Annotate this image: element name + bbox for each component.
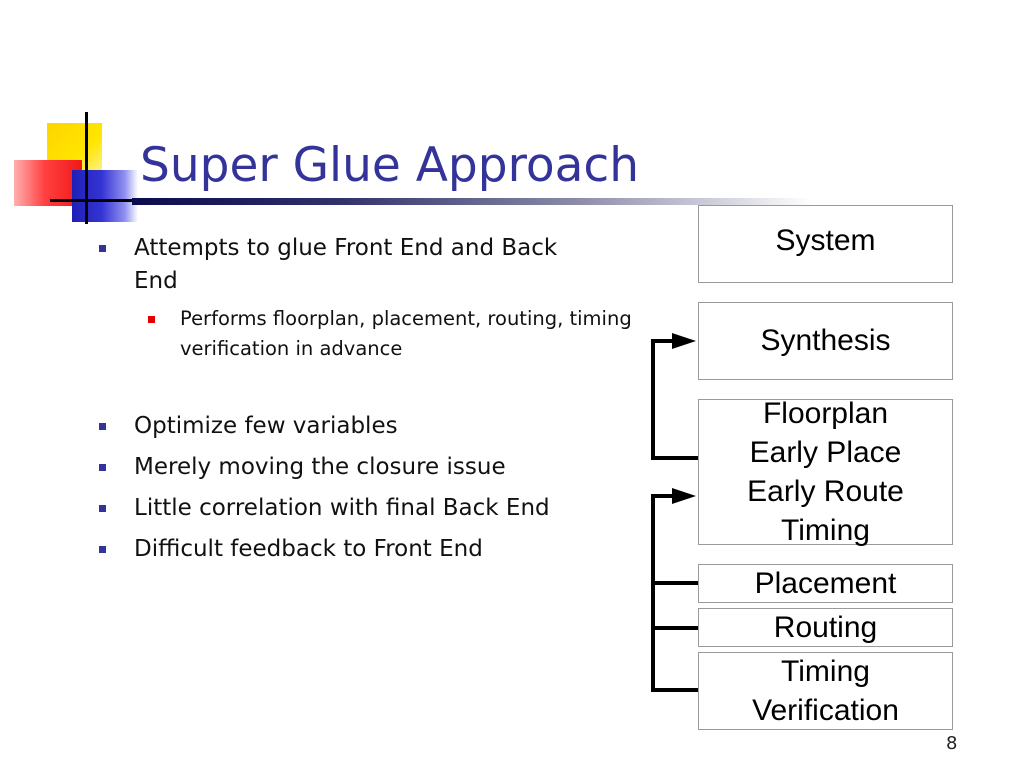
sub-bullet-text: Performs floorplan, placement, routing, … [180,307,632,360]
page-number: 8 [946,733,958,754]
feedback-arrow-glue-to-synthesis [651,333,698,460]
bullet-item: Difficult feedback to Front End [96,533,656,566]
flow-box-glue: Floorplan Early Place Early Route Timing [698,397,953,547]
bullet-square-icon [99,245,106,252]
bullet-list: Attempts to glue Front End and Back End … [96,232,656,566]
bullet-text: Optimize few variables [134,413,398,439]
flow-box-placement: Placement [698,564,953,603]
bullet-item: Attempts to glue Front End and Back End [96,232,589,298]
bullet-text: Merely moving the closure issue [134,454,506,480]
flow-box-label: System [775,224,876,257]
flow-box-label: Floorplan Early Place Early Route Timing [747,397,904,547]
bullet-text: Little correlation with final Back End [134,495,550,521]
title-underline [132,198,812,205]
bullet-text: Difficult feedback to Front End [134,536,483,562]
flow-box-system: System [698,205,953,283]
logo-vertical-line [85,112,88,224]
bullet-square-icon [99,464,106,471]
slide-title: Super Glue Approach [140,138,640,193]
bullet-text: Attempts to glue Front End and Back End [134,235,558,294]
logo-red-square [14,160,82,206]
bullet-item: Optimize few variables [96,410,656,443]
sub-bullet-item: Performs floorplan, placement, routing, … [96,304,650,364]
flow-box-routing: Routing [698,608,953,647]
bullet-square-icon [99,423,106,430]
flow-box-label: Routing [773,610,878,644]
flow-box-timing-verification: Timing Verification [698,652,953,730]
flow-box-synthesis: Synthesis [698,302,953,380]
flow-box-label: Synthesis [760,324,891,357]
sub-bullet-square-icon [148,316,155,323]
bullet-square-icon [99,546,106,553]
logo-horizontal-line [50,199,138,202]
feedback-arrow-backend-to-glue [651,488,698,692]
logo-blue-square [72,170,138,222]
bullet-square-icon [99,505,106,512]
bullet-item: Little correlation with final Back End [96,492,656,525]
flow-box-label: Timing Verification [752,655,899,727]
flow-box-label: Placement [754,566,897,600]
bullet-item: Merely moving the closure issue [96,451,656,484]
